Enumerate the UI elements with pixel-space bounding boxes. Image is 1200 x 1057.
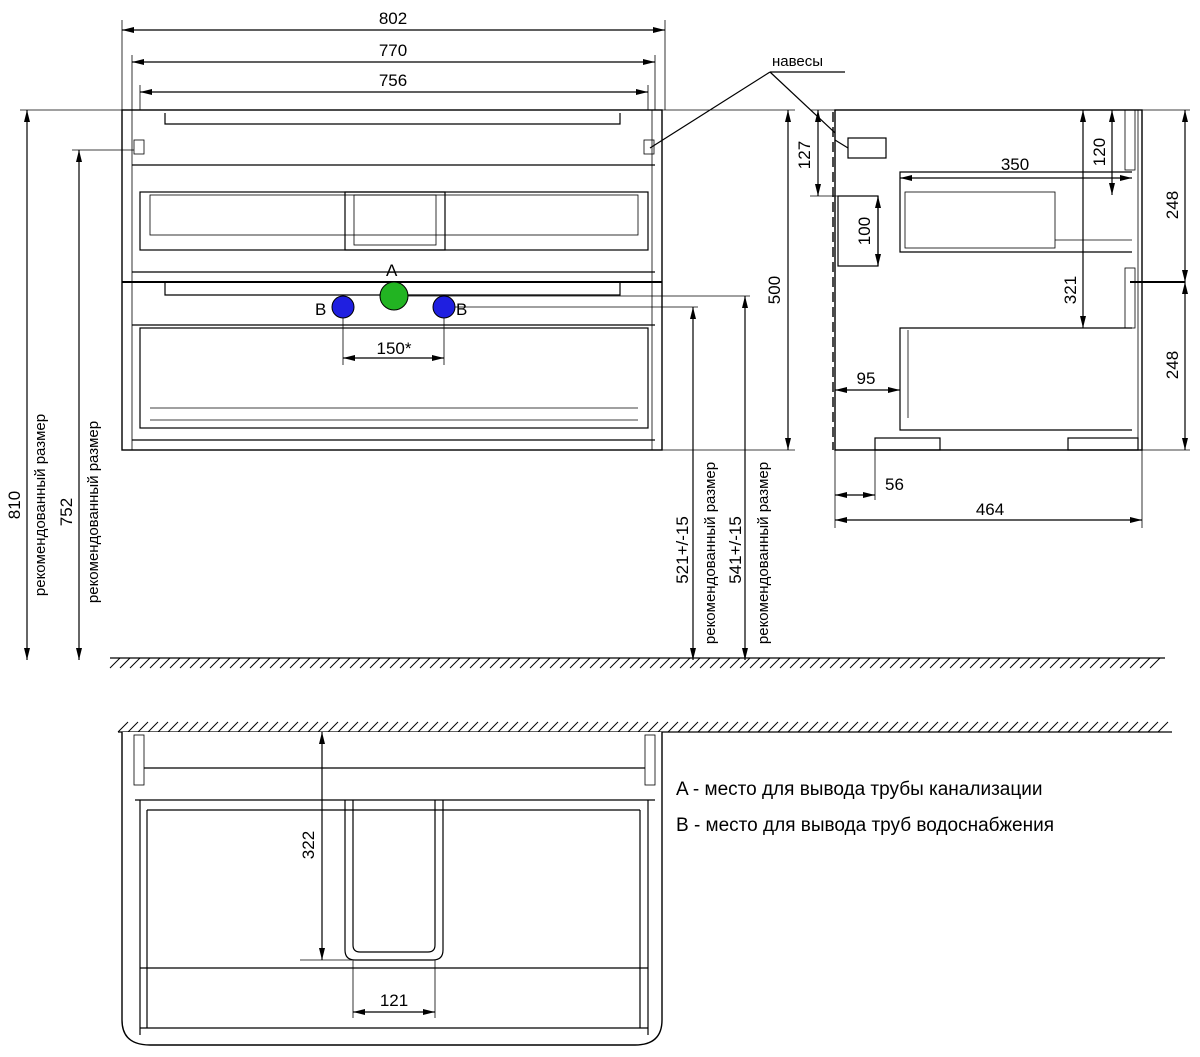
legend-a: A - место для вывода трубы канализации	[676, 779, 1042, 800]
dim-outlet-b-height: 521+/-15 рекомендованный размер	[673, 307, 719, 660]
plan-view: 322 121	[117, 721, 1172, 1046]
dim-body-width: 770	[132, 41, 655, 65]
hinges-label: навесы	[772, 53, 823, 70]
dim-side-drawer-upper-label: 248	[1163, 191, 1182, 219]
front-view: 802 770 756	[5, 9, 1165, 669]
dim-side-inner-gap: 321	[1061, 110, 1086, 328]
dim-side-leg-offset-label: 95	[857, 369, 876, 388]
dim-overall-height-label: 810	[5, 491, 24, 519]
dim-side-drawer-upper: 248	[1163, 110, 1188, 282]
floor-line	[109, 657, 1165, 669]
cabinet-front	[121, 109, 663, 451]
dim-side-leg-offset: 95	[835, 369, 900, 393]
dim-side-top-offset: 127	[795, 110, 821, 196]
dim-plan-cutout-width-label: 121	[380, 991, 408, 1010]
dim-side-total-depth-label: 464	[976, 500, 1004, 519]
dim-side-panel-height-label: 100	[855, 217, 874, 245]
dim-recommended-height: 752 рекомендованный размер	[57, 150, 102, 660]
dim-side-hinge-drop-label: 120	[1090, 138, 1109, 166]
recommended-label-752: рекомендованный размер	[85, 421, 102, 603]
dim-plan-cutout-depth: 322	[299, 732, 325, 960]
dim-recommended-height-label: 752	[57, 498, 76, 526]
outlet-b-right-letter: B	[456, 300, 467, 319]
dim-outlet-a-height: 541+/-15 рекомендованный размер	[726, 296, 772, 660]
dim-side-foot: 56	[835, 475, 904, 498]
dim-cabinet-height: 500	[765, 110, 791, 450]
recommended-label-810: рекомендованный размер	[32, 414, 49, 596]
dim-side-top-offset-label: 127	[795, 141, 814, 169]
dim-body-width-label: 770	[379, 41, 407, 60]
recommended-label-541: рекомендованный размер	[755, 462, 772, 644]
dim-overall-width: 802	[122, 9, 665, 33]
side-view: 127 100 120 350 321 248 248 9	[795, 109, 1190, 528]
dim-side-panel-height: 100	[855, 196, 881, 266]
dim-side-drawer-depth-label: 350	[1001, 155, 1029, 174]
dim-side-foot-label: 56	[885, 475, 904, 494]
outlet-b-left-letter: B	[315, 300, 326, 319]
dim-side-drawer-lower: 248	[1163, 282, 1188, 450]
dim-side-drawer-lower-label: 248	[1163, 351, 1182, 379]
dim-inner-width-label: 756	[379, 71, 407, 90]
outlet-a-marker	[379, 281, 409, 311]
dim-overall-height: 810 рекомендованный размер	[5, 110, 49, 660]
recommended-label-521: рекомендованный размер	[702, 462, 719, 644]
dim-cabinet-height-label: 500	[765, 276, 784, 304]
dim-outlet-b-spacing-label: 150*	[377, 339, 412, 358]
dim-outlet-b-height-label: 521+/-15	[673, 516, 692, 584]
outlet-a-letter: A	[386, 261, 398, 280]
dim-outlet-a-height-label: 541+/-15	[726, 516, 745, 584]
dim-side-drawer-depth: 350	[900, 155, 1132, 181]
outlet-b-right-marker	[432, 295, 456, 319]
dim-inner-width: 756	[140, 71, 648, 95]
outlet-points: A B B 150*	[315, 261, 467, 365]
legend: A - место для вывода трубы канализации B…	[676, 779, 1054, 836]
dim-side-inner-gap-label: 321	[1061, 276, 1080, 304]
legend-b: B - место для вывода труб водоснабжения	[676, 815, 1054, 836]
dim-side-total-depth: 464	[835, 500, 1142, 523]
dim-overall-width-label: 802	[379, 9, 407, 28]
dim-plan-cutout-depth-label: 322	[299, 831, 318, 859]
dim-plan-cutout-width: 121	[353, 991, 435, 1015]
outlet-b-left-marker	[331, 295, 355, 319]
